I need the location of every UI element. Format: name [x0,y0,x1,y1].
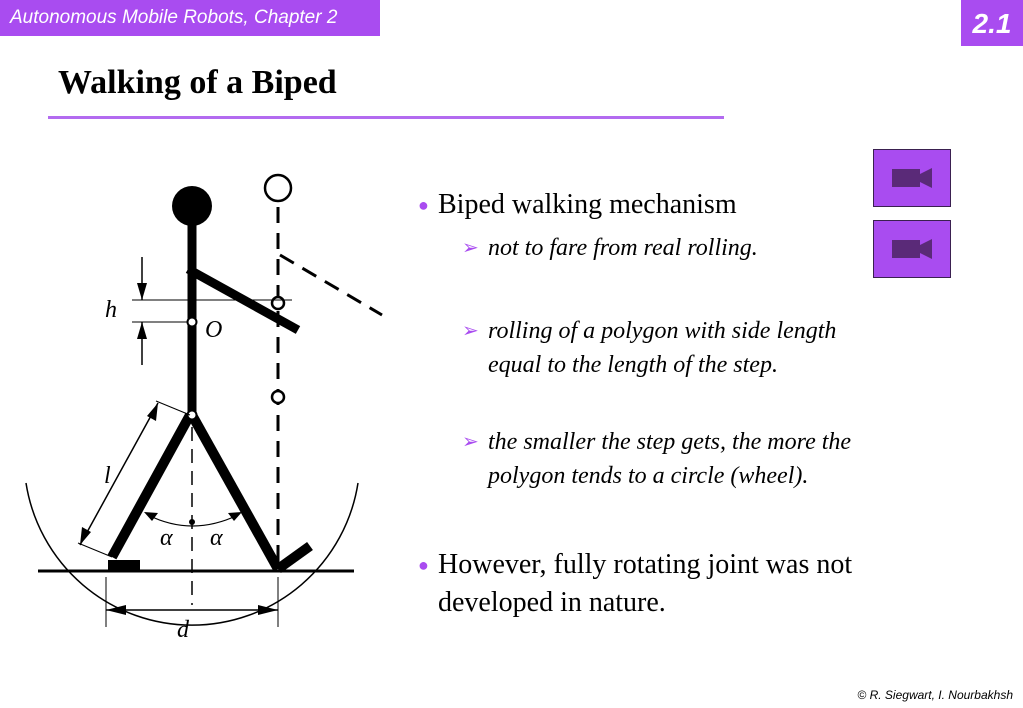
title-rule [48,116,724,119]
arrow-bullet-icon: ➢ [462,320,479,342]
sub-bullet-text: not to fare from real rolling. [488,235,758,261]
label-l: l [104,463,111,489]
l-arrow-bottom [80,527,91,545]
ghost-arm [279,253,383,317]
sub-bullet-text: the smaller the step gets, the more the [488,429,852,455]
chapter-label: Autonomous Mobile Robots, Chapter 2 [0,0,380,36]
bullet-text: Biped walking mechanism [438,189,737,220]
l-ext-top [155,400,191,416]
video-button-1[interactable] [873,149,951,207]
label-alpha-left: α [160,525,173,551]
sub-bullet-text: polygon tends to a circle (wheel). [488,463,809,489]
sub-bullet-text: equal to the length of the step. [488,352,778,378]
alpha-arrow-right [228,512,242,521]
label-O: O [205,317,222,343]
joint-O [186,316,198,328]
d-arrow-right [258,605,278,615]
hip-joint [186,409,198,421]
video-camera-icon [892,239,932,259]
sub-bullet-text: rolling of a polygon with side length [488,318,837,344]
ghost-joint-lower [270,389,286,405]
slide-title: Walking of a Biped [58,64,337,101]
label-alpha-right: α [210,525,223,551]
d-arrow-left [106,605,126,615]
right-leg [187,412,283,572]
center-point [189,519,195,525]
bullet-dot: ● [418,555,429,575]
l-line [79,402,159,546]
l-arrow-top [147,403,158,421]
right-foot [275,541,313,574]
label-h: h [105,297,117,323]
section-number: 2.1 [961,0,1023,46]
left-leg [107,412,195,560]
bullet-text: developed in nature. [438,587,666,618]
biped-diagram: α α h O l d [25,173,383,643]
ghost-head [263,173,293,203]
copyright: © R. Siegwart, I. Nourbakhsh [857,688,1013,702]
alpha-arrow-left [144,512,158,521]
bullet-dot: ● [418,195,429,215]
head [172,186,212,226]
video-button-2[interactable] [873,220,951,278]
rolling-arc [25,482,359,626]
video-camera-icon [892,168,932,188]
l-ext-bottom [77,542,113,558]
alpha-arc [147,514,239,527]
h-arrow-top [137,283,147,300]
bullet-text: However, fully rotating joint was not [438,549,853,580]
arrow-bullet-icon: ➢ [462,431,479,453]
arrow-bullet-icon: ➢ [462,237,479,259]
h-arrow-bottom [137,322,147,339]
label-d: d [177,617,190,643]
ghost-joint-upper [270,295,286,311]
